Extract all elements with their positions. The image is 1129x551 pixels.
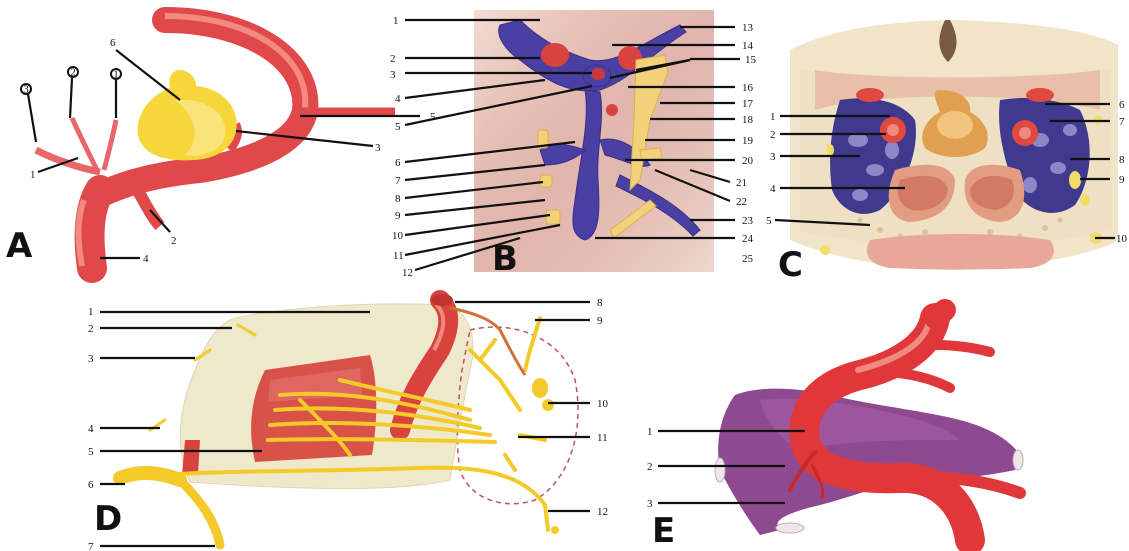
panel-a-label-2: 2	[171, 235, 177, 247]
panel-b-label-12: 12	[402, 267, 413, 279]
panel-c-label-4: 4	[770, 183, 776, 195]
panel-b-label-5: 5	[395, 121, 401, 133]
panel-d-label-4: 4	[88, 423, 94, 435]
panel-d-label-3: 3	[88, 353, 94, 365]
panel-b-label-17: 17	[742, 98, 754, 110]
panel-c-label-7: 7	[1119, 116, 1125, 128]
panel-b-label-22: 22	[736, 196, 747, 208]
panel-d-label-7: 7	[88, 541, 94, 551]
panel-e-label-3: 3	[647, 498, 653, 510]
panel-a-circled-label-2: 2	[70, 67, 76, 79]
panel-a-circled-label-3: 3	[23, 84, 29, 96]
panel-c-label-9: 9	[1119, 174, 1125, 186]
panel-b-label-13: 13	[742, 22, 754, 34]
panel-b-label-7: 7	[395, 175, 401, 187]
panel-b-label-14: 14	[742, 40, 754, 52]
panel-e: 1 2 3 E	[647, 310, 1023, 551]
panel-d-label-1: 1	[88, 306, 94, 318]
panel-d: 1 2 3 4 5 6 7 8 9 10 11 12 D	[88, 294, 609, 551]
panel-b-letter: B	[492, 239, 518, 279]
panel-b-label-21: 21	[736, 177, 747, 189]
panel-a-label-3: 3	[375, 142, 381, 154]
panel-c-label-8: 8	[1119, 154, 1125, 166]
panel-c-label-10: 10	[1116, 233, 1128, 245]
panel-e-label-2: 2	[647, 461, 653, 473]
panel-b-label-18: 18	[742, 114, 754, 126]
panel-c: 1 2 3 4 5 6 7 8 9 10 C	[766, 20, 1128, 285]
panel-b-label-16: 16	[742, 82, 754, 94]
panel-d-label-6: 6	[88, 479, 94, 491]
panel-d-label-9: 9	[597, 315, 603, 327]
panel-b-label-15: 15	[745, 54, 757, 66]
panel-a-label-1: 1	[30, 169, 36, 181]
panel-a-letter: A	[6, 226, 33, 266]
panel-c-label-6: 6	[1119, 99, 1125, 111]
panel-b-label-9: 9	[395, 210, 401, 222]
panel-e-letter: E	[652, 511, 675, 551]
panel-c-label-5: 5	[766, 215, 772, 227]
panel-b-label-24: 24	[742, 233, 754, 245]
panel-a-label-4: 4	[143, 253, 149, 265]
panel-b-label-3: 3	[390, 69, 396, 81]
panel-d-label-12: 12	[597, 506, 608, 518]
panel-b-label-25: 25	[742, 253, 754, 265]
panel-b-label-6: 6	[395, 157, 401, 169]
panel-b-label-11: 11	[393, 250, 404, 262]
panel-d-label-5: 5	[88, 446, 94, 458]
panel-b-label-20: 20	[742, 155, 754, 167]
panel-d-label-8: 8	[597, 297, 603, 309]
panel-d-label-2: 2	[88, 323, 94, 335]
panel-c-letter: C	[778, 245, 803, 285]
panel-a: 3 2 1 6 3 5 1 2 4 A	[6, 16, 436, 268]
panel-b-label-4: 4	[395, 93, 401, 105]
panel-a-gland	[138, 70, 237, 160]
panel-a-circled-label-1: 1	[113, 69, 119, 81]
panel-c-label-3: 3	[770, 151, 776, 163]
panel-b: 1 2 3 4 5 6 7 8 9 10 11 12 13 14 15 16 1…	[390, 10, 757, 279]
panel-d-letter: D	[94, 499, 122, 539]
panel-b-label-23: 23	[742, 215, 754, 227]
panel-a-label-6: 6	[110, 37, 116, 49]
panel-d-label-11: 11	[597, 432, 608, 444]
panel-c-lower-tissue	[867, 234, 1054, 270]
panel-e-label-1: 1	[647, 426, 653, 438]
panel-b-label-10: 10	[392, 230, 404, 242]
panel-c-label-1: 1	[770, 111, 776, 123]
panel-c-label-2: 2	[770, 129, 776, 141]
panel-b-label-2: 2	[390, 53, 396, 65]
panel-d-label-10: 10	[597, 398, 609, 410]
panel-b-label-19: 19	[742, 135, 754, 147]
panel-b-label-8: 8	[395, 193, 401, 205]
panel-b-label-1: 1	[393, 15, 399, 27]
panel-a-label-5: 5	[430, 111, 436, 123]
